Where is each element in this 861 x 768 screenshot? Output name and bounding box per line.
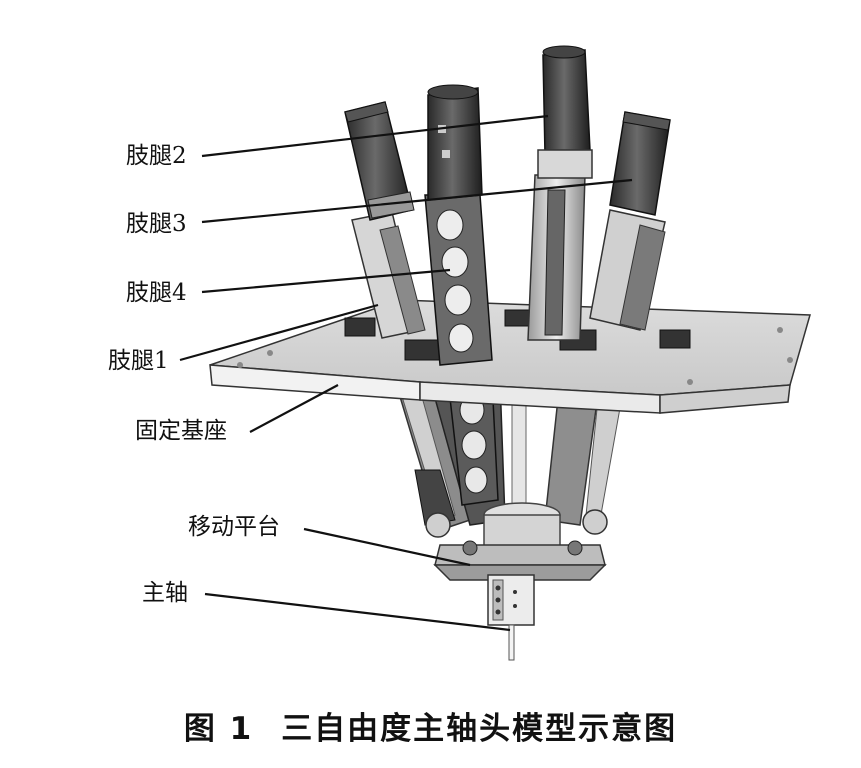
figure-title: 三自由度主轴头模型示意图 — [281, 711, 678, 747]
label-leg-4: 肢腿4 — [126, 280, 187, 306]
fixed-base-plate — [209, 299, 811, 414]
leg-2-part — [527, 45, 593, 341]
leader-lines — [179, 114, 633, 632]
leader-line-fixed-base — [249, 384, 339, 433]
label-leg-3: 肢腿3 — [126, 211, 187, 237]
leader-line-leg2 — [201, 114, 549, 158]
leader-line-leg3 — [201, 178, 633, 224]
label-moving-platform: 移动平台 — [188, 514, 280, 540]
label-leg-2: 肢腿2 — [126, 143, 187, 169]
leader-line-moving-platform — [303, 527, 471, 567]
leader-line-leg1 — [179, 303, 379, 362]
leg-4-part — [424, 84, 493, 366]
leg-3-part — [589, 111, 671, 331]
label-fixed-base: 固定基座 — [135, 418, 227, 444]
figure-caption: 图 1 三自由度主轴头模型示意图 — [0, 703, 861, 748]
leader-line-leg4 — [201, 268, 451, 294]
moving-platform-part — [433, 502, 607, 581]
lower-leg-assembly — [393, 379, 626, 538]
label-leg-1: 肢腿1 — [108, 348, 169, 374]
figure-number: 图 1 — [183, 711, 254, 747]
leader-line-spindle — [204, 592, 511, 632]
label-spindle: 主轴 — [142, 580, 188, 606]
spindle-part — [487, 574, 535, 661]
